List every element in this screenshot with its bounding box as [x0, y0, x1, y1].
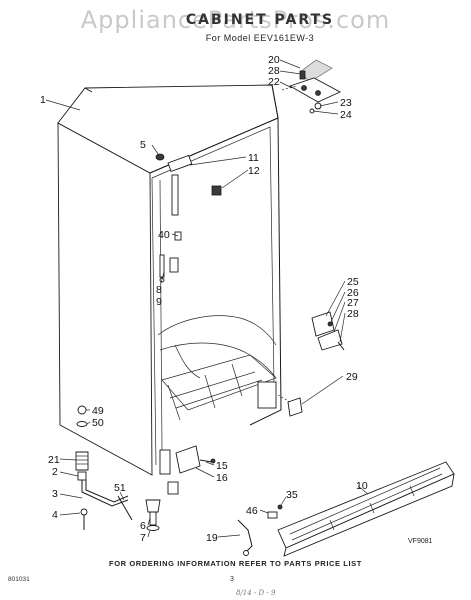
callout-9: 9 [156, 296, 162, 308]
callout-35: 35 [286, 489, 298, 501]
callout-15: 15 [216, 460, 228, 472]
callout-27: 27 [347, 297, 359, 309]
callout-1: 1 [40, 94, 46, 106]
callout-21: 21 [48, 454, 60, 466]
callout-10: 10 [356, 480, 368, 492]
callout-3: 3 [52, 488, 58, 500]
callout-6: 6 [140, 520, 146, 532]
cabinet-shell [57, 84, 282, 476]
cabinet-floor [157, 315, 277, 475]
ordering-note: FOR ORDERING INFORMATION REFER TO PARTS … [109, 559, 362, 568]
leader-lines [45, 59, 369, 538]
callout-5: 5 [140, 139, 146, 151]
callout-16: 16 [216, 472, 228, 484]
side-hinge-parts [277, 311, 345, 417]
callout-26: 26 [347, 287, 359, 299]
callout-25: 25 [347, 276, 359, 288]
page-title: CABINET PARTS [185, 12, 335, 28]
toe-grille [277, 461, 455, 557]
callout-40: 40 [158, 229, 170, 241]
interior-parts [155, 153, 222, 283]
callout-49: 49 [92, 405, 104, 417]
diagram-code: VF9081 [408, 538, 433, 545]
handwritten-note: 8/14 - D - 9 [236, 589, 276, 597]
callout-7: 7 [140, 532, 146, 544]
model-subtitle: For Model EEV161EW-3 [205, 33, 315, 43]
leveling-leg-parts [75, 405, 179, 531]
top-hinge-assembly [281, 59, 342, 114]
callout-28-side: 28 [347, 308, 359, 320]
document-number: 801031 [8, 576, 30, 583]
callout-51: 51 [114, 482, 126, 494]
callout-23: 23 [340, 97, 352, 109]
callout-22: 22 [268, 76, 280, 88]
callout-46: 46 [246, 505, 258, 517]
lower-parts [175, 445, 283, 556]
callout-12: 12 [248, 165, 260, 177]
callout-20: 20 [268, 54, 280, 66]
callout-11: 11 [248, 152, 259, 164]
callout-4: 4 [52, 509, 58, 521]
callout-19: 19 [206, 532, 218, 544]
callout-8: 8 [156, 284, 162, 296]
callout-24: 24 [340, 109, 352, 121]
callout-50: 50 [92, 417, 104, 429]
callout-28-top: 28 [268, 65, 280, 77]
callout-29: 29 [346, 371, 358, 383]
page-number: 3 [230, 576, 234, 583]
callout-2: 2 [52, 466, 58, 478]
